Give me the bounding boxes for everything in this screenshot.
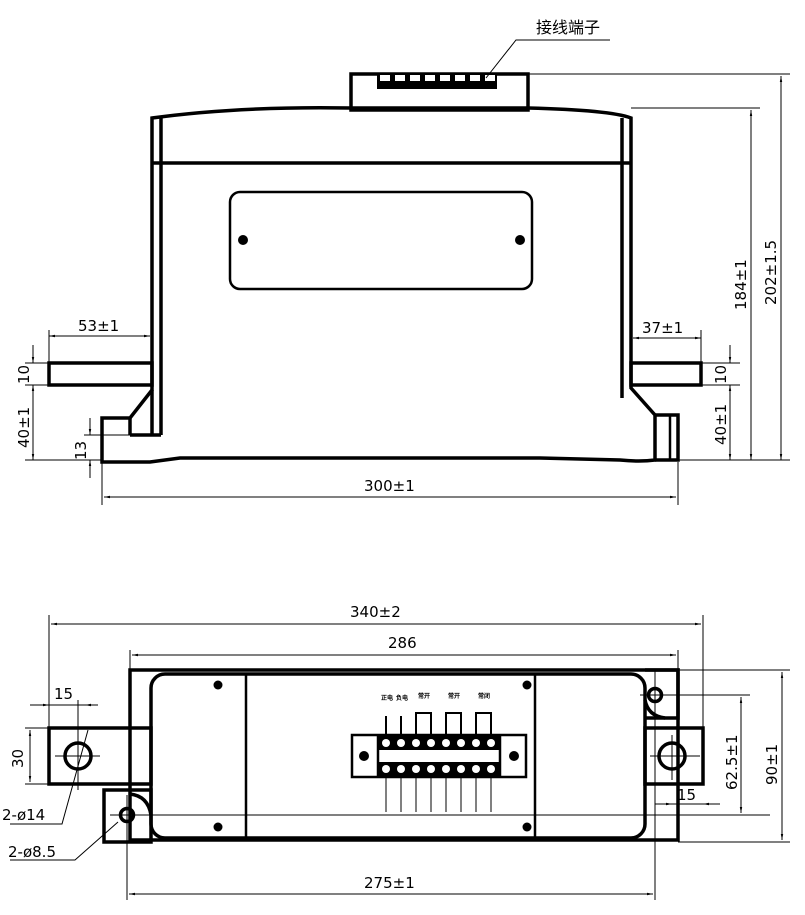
dim-left-thickness: 10 (15, 365, 33, 384)
terminal-label: 负电 (396, 694, 408, 702)
dim-body-length: 286 (388, 634, 417, 652)
left-busbar-plan (47, 726, 153, 786)
callout-label: 接线端子 (536, 18, 600, 37)
dim-overall-width: 90±1 (763, 744, 781, 785)
dim-overall-length: 340±2 (350, 603, 401, 621)
dim-base-width: 300±1 (364, 477, 415, 495)
callout-leader (485, 39, 610, 79)
dim-busbar-width: 30 (9, 749, 27, 768)
terminal-label: 常开 (448, 692, 460, 700)
right-busbar (629, 361, 703, 387)
screw-icon (515, 235, 525, 245)
screw-icon (238, 235, 248, 245)
dim-busbar-hole: 2-ø14 (2, 806, 45, 824)
right-busbar-plan (643, 726, 705, 786)
dim-total-height: 202±1.5 (762, 240, 780, 305)
nameplate (228, 190, 534, 291)
bottom-view: 正电 负电 常开 常开 常闭 (2, 603, 790, 900)
dim-left-height: 40±1 (15, 407, 33, 448)
dim-right-height: 40±1 (712, 404, 730, 445)
dim-right-hole-offset: 15 (677, 786, 696, 804)
terminal-strip (377, 74, 497, 89)
base-frame (128, 668, 680, 842)
dim-mount-hole: 2-ø8.5 (8, 843, 56, 861)
terminal-label: 常开 (418, 692, 430, 700)
dim-mount-spacing: 275±1 (364, 874, 415, 892)
front-view: 接线端子 (15, 18, 790, 505)
dim-vertical-hole-spacing: 62.5±1 (723, 734, 741, 790)
dim-body-height: 184±1 (732, 259, 750, 310)
dim-foot-height: 13 (72, 441, 90, 460)
dim-right-busbar-length: 37±1 (642, 319, 683, 337)
terminal-label: 正电 (381, 694, 393, 702)
terminal-label: 常闭 (478, 692, 490, 700)
dim-right-thickness: 10 (712, 365, 730, 384)
dim-left-hole-offset: 15 (54, 685, 73, 703)
left-busbar (47, 361, 154, 387)
dim-left-busbar-length: 53±1 (78, 317, 119, 335)
body-outline (100, 105, 657, 464)
terminal-block (350, 733, 528, 779)
